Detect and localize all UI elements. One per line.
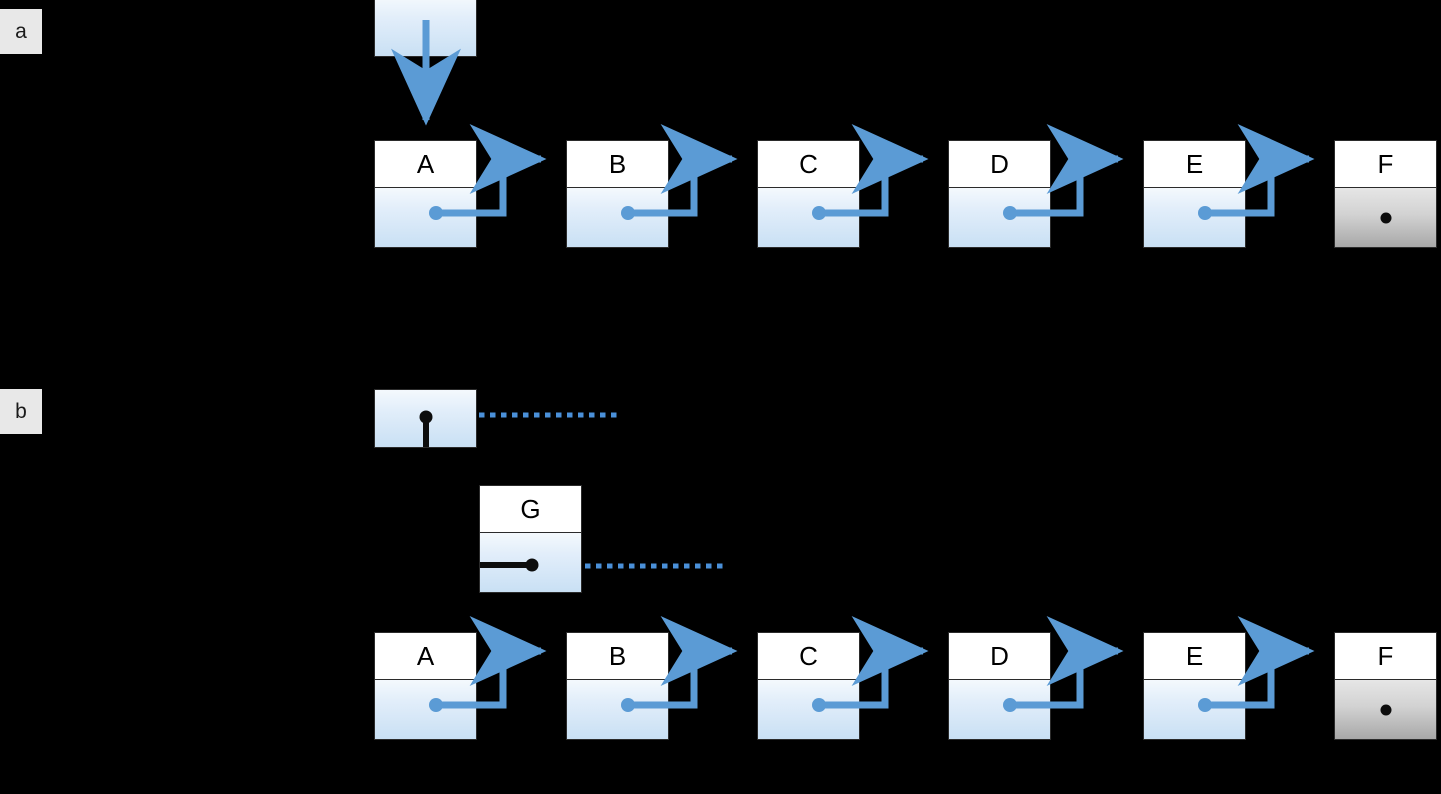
null-terminator-dot-icon	[1380, 212, 1391, 223]
null-terminator-dot-icon	[1380, 704, 1391, 715]
panel-b-head-pointer-box	[374, 389, 477, 448]
panel-a-node-e: E	[1143, 140, 1246, 248]
panel-a-node-d: D	[948, 140, 1051, 248]
panel-a-node-a: A	[374, 140, 477, 248]
panel-b-node-g-next-cell	[479, 533, 582, 593]
panel-a-node-f-null-cell	[1334, 188, 1437, 248]
panel-b-node-c: C	[757, 632, 860, 740]
panel-a-node-f: F	[1334, 140, 1437, 248]
panel-b-node-d-next-cell	[948, 680, 1051, 740]
panel-b-node-f: F	[1334, 632, 1437, 740]
panel-a-node-b: B	[566, 140, 669, 248]
panel-b-node-c-next-cell	[757, 680, 860, 740]
panel-a-node-b-next-cell	[566, 188, 669, 248]
panel-b-node-c-value: C	[757, 632, 860, 680]
panel-a-head-pointer-box	[374, 0, 477, 57]
panel-b-node-d-value: D	[948, 632, 1051, 680]
panel-b-node-e: E	[1143, 632, 1246, 740]
panel-b-node-d: D	[948, 632, 1051, 740]
panel-b-node-b-value: B	[566, 632, 669, 680]
panel-a-node-d-next-cell	[948, 188, 1051, 248]
panel-b-node-e-next-cell	[1143, 680, 1246, 740]
pointer-dot-icon	[1198, 206, 1212, 220]
panel-b-node-f-value: F	[1334, 632, 1437, 680]
panel-a-node-c: C	[757, 140, 860, 248]
panel-badge-a-label: a	[15, 20, 27, 43]
panel-b-node-a: A	[374, 632, 477, 740]
panel-a-node-f-value: F	[1334, 140, 1437, 188]
pointer-dot-icon	[812, 698, 826, 712]
pointer-dot-icon	[621, 206, 635, 220]
panel-badge-a: a	[0, 9, 42, 54]
panel-b-node-g-value: G	[479, 485, 582, 533]
pointer-dot-icon	[429, 206, 443, 220]
panel-b-node-a-next-cell	[374, 680, 477, 740]
panel-a-node-e-value: E	[1143, 140, 1246, 188]
panel-badge-b-label: b	[15, 400, 27, 423]
panel-b-node-e-value: E	[1143, 632, 1246, 680]
panel-a-node-d-value: D	[948, 140, 1051, 188]
pointer-dot-icon	[812, 206, 826, 220]
pointer-dot-icon	[429, 698, 443, 712]
panel-b-node-f-null-cell	[1334, 680, 1437, 740]
pointer-dot-icon	[1198, 698, 1212, 712]
panel-b-node-b: B	[566, 632, 669, 740]
panel-badge-b: b	[0, 389, 42, 434]
panel-b-node-b-next-cell	[566, 680, 669, 740]
panel-a-node-b-value: B	[566, 140, 669, 188]
pointer-dot-icon	[1003, 698, 1017, 712]
panel-a-node-a-value: A	[374, 140, 477, 188]
panel-b-node-a-value: A	[374, 632, 477, 680]
panel-a-node-a-next-cell	[374, 188, 477, 248]
panel-a-node-c-value: C	[757, 140, 860, 188]
panel-a-node-e-next-cell	[1143, 188, 1246, 248]
pointer-dot-icon	[621, 698, 635, 712]
panel-a-node-c-next-cell	[757, 188, 860, 248]
pointer-dot-icon	[1003, 206, 1017, 220]
panel-b-new-node-g: G	[479, 485, 582, 593]
